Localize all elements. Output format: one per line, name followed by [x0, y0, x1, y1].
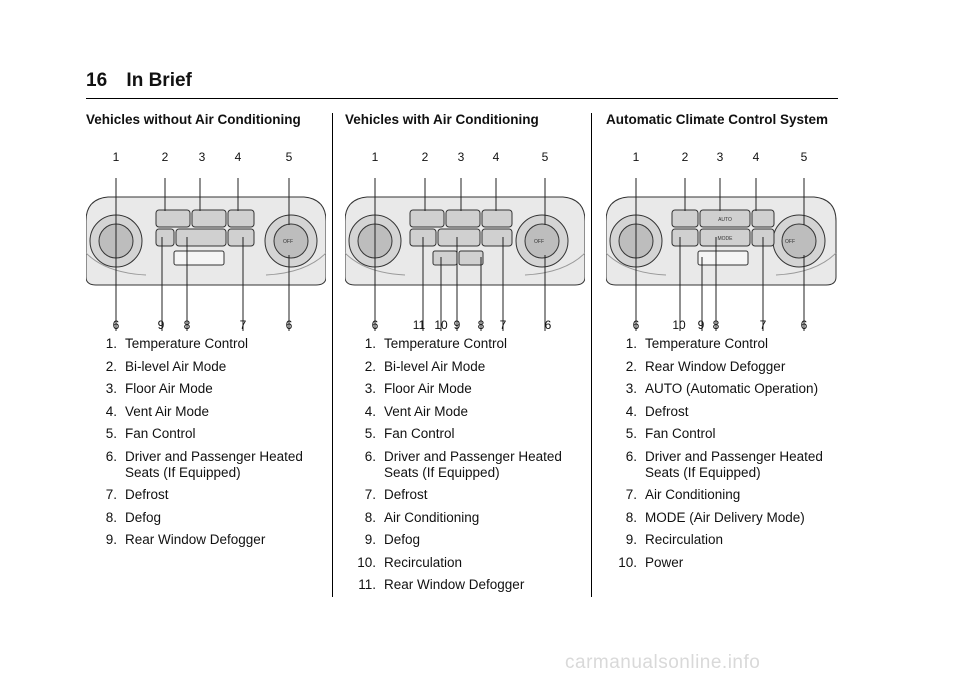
legend-list: 1.Temperature Control 2.Bi-level Air Mod… — [86, 336, 331, 555]
callout-5: 5 — [542, 150, 549, 164]
list-item: 2.Bi-level Air Mode — [105, 358, 227, 374]
callout-9: 9 — [698, 318, 705, 332]
callout-9: 9 — [158, 318, 165, 332]
list-item: 6.Driver and Passenger Heated Seats (If … — [364, 448, 562, 480]
callout-5: 5 — [801, 150, 808, 164]
callout-6: 6 — [633, 318, 640, 332]
off-label: OFF — [534, 239, 544, 245]
callout-3: 3 — [717, 150, 724, 164]
list-item: 9.Defog — [364, 532, 421, 547]
off-label: OFF — [283, 239, 293, 245]
list-item: 11.Rear Window Defogger — [358, 577, 525, 592]
list-item: 10.Power — [618, 554, 684, 570]
list-item: 9.Rear Window Defogger — [105, 532, 266, 547]
page-number: 16 — [86, 70, 108, 91]
callout-2: 2 — [682, 150, 689, 164]
list-item: 8.Defog — [105, 509, 162, 525]
column-no-ac: Vehicles without Air Conditioning OFF — [86, 112, 326, 547]
list-item: 2.Bi-level Air Mode — [364, 358, 486, 374]
callout-6: 6 — [113, 318, 120, 332]
list-item: 3.Floor Air Mode — [364, 381, 472, 396]
list-item: 5.Fan Control — [105, 426, 196, 441]
list-item: 9.Recirculation — [625, 532, 724, 547]
callout-4: 4 — [493, 150, 500, 164]
mode-button-label: MODE — [718, 236, 734, 242]
section-heading: Vehicles without Air Conditioning — [86, 112, 301, 127]
list-item: 1.Temperature Control — [105, 336, 249, 351]
callout-2: 2 — [422, 150, 429, 164]
callout-9: 9 — [454, 318, 461, 332]
callout-6: 6 — [545, 318, 552, 332]
list-item: 4.Vent Air Mode — [105, 403, 210, 419]
callout-8: 8 — [184, 318, 191, 332]
column-divider — [332, 113, 333, 597]
callout-4: 4 — [753, 150, 760, 164]
list-item: 1.Temperature Control — [364, 336, 508, 351]
callout-6: 6 — [801, 318, 808, 332]
list-item: 4.Defrost — [625, 403, 689, 419]
list-item: 7.Defrost — [105, 487, 169, 502]
callout-2: 2 — [162, 150, 169, 164]
callout-3: 3 — [199, 150, 206, 164]
list-item: 3.Floor Air Mode — [105, 381, 213, 396]
list-item: 4.Vent Air Mode — [364, 403, 469, 419]
list-item: 1.Temperature Control — [625, 336, 769, 351]
callout-10: 10 — [672, 318, 686, 332]
list-item: 5.Fan Control — [364, 426, 455, 441]
callout-7: 7 — [500, 318, 507, 332]
callout-7: 7 — [240, 318, 247, 332]
section-heading: Vehicles with Air Conditioning — [345, 112, 539, 127]
column-with-ac: Vehicles with Air Conditioning OFF — [345, 112, 585, 592]
list-item: 6.Driver and Passenger Heated Seats (If … — [625, 448, 823, 480]
list-item: 6.Driver and Passenger Heated Seats (If … — [105, 448, 303, 480]
list-item: 8.Air Conditioning — [364, 509, 480, 525]
climate-control-figure: OFF 1 2 3 4 5 6 11 — [345, 145, 585, 335]
list-item: 3.AUTO (Automatic Operation) — [625, 381, 819, 396]
list-item: 2.Rear Window Defogger — [625, 358, 786, 374]
column-auto-climate: Automatic Climate Control System AUTO — [606, 112, 846, 570]
page-header: 16 In Brief — [86, 70, 192, 92]
callout-8: 8 — [713, 318, 720, 332]
legend-list: 1.Temperature Control 2.Bi-level Air Mod… — [345, 336, 590, 600]
callout-8: 8 — [478, 318, 485, 332]
list-item: 7.Air Conditioning — [625, 487, 741, 502]
section-heading: Automatic Climate Control System — [606, 112, 829, 127]
header-rule — [86, 98, 838, 99]
callout-10: 10 — [434, 318, 448, 332]
callout-4: 4 — [235, 150, 242, 164]
callout-6: 6 — [286, 318, 293, 332]
callout-3: 3 — [458, 150, 465, 164]
callout-1: 1 — [113, 150, 120, 164]
climate-control-figure: AUTO MODE OFF 1 2 3 4 5 — [606, 145, 846, 335]
callout-11: 11 — [413, 318, 426, 332]
column-divider — [591, 113, 592, 597]
list-item: 10.Recirculation — [357, 554, 463, 570]
off-label: OFF — [785, 239, 795, 245]
legend-list: 1.Temperature Control 2.Rear Window Defo… — [606, 336, 851, 577]
callout-6: 6 — [372, 318, 379, 332]
list-item: 8.MODE (Air Delivery Mode) — [625, 509, 805, 525]
auto-button-label: AUTO — [718, 217, 732, 223]
callout-5: 5 — [286, 150, 293, 164]
callout-1: 1 — [633, 150, 640, 164]
callout-1: 1 — [372, 150, 379, 164]
page-title: In Brief — [126, 70, 192, 91]
callout-7: 7 — [760, 318, 767, 332]
watermark: carmanualsonline.info — [565, 652, 761, 673]
list-item: 5.Fan Control — [625, 426, 716, 441]
list-item: 7.Defrost — [364, 487, 428, 502]
climate-control-figure: OFF 1 2 3 4 5 6 9 8 7 — [86, 145, 326, 335]
